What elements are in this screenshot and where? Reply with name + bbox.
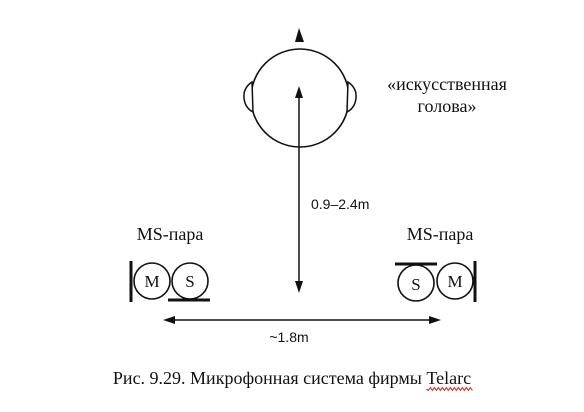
nose-marker-icon: [295, 28, 304, 42]
right-ear-icon: [346, 80, 357, 114]
right-pair-label: MS-пара: [407, 224, 474, 244]
caption-prefix: Рис. 9.29. Микрофонная система фирмы: [113, 368, 426, 388]
arrow-right-icon: [429, 316, 441, 324]
figure-caption: Рис. 9.29. Микрофонная система фирмы Tel…: [113, 368, 471, 388]
left-ms-pair: M S: [129, 261, 210, 302]
arrow-left-icon: [163, 316, 175, 324]
caption-brand: Telarc: [426, 368, 471, 388]
right-mic-m-label: M: [447, 272, 462, 291]
right-ms-pair: S M: [395, 261, 477, 302]
right-mic-s-icon: [397, 264, 435, 302]
arrow-down-icon: [295, 281, 303, 293]
artificial-head: [243, 28, 357, 148]
head-label-line2: голова»: [418, 96, 477, 116]
horizontal-distance-label: ~1.8m: [269, 329, 308, 345]
arrow-up-icon: [295, 86, 303, 98]
spellcheck-underline: [426, 386, 473, 392]
left-mic-m-icon: [133, 262, 171, 300]
left-pair-label: MS-пара: [137, 224, 204, 244]
right-mic-s-label: S: [411, 275, 420, 294]
head-label-line1: «искусственная: [387, 74, 507, 94]
left-mic-m-label: M: [144, 272, 159, 291]
right-mic-m-icon: [436, 262, 474, 300]
left-mic-s-label: S: [185, 272, 194, 291]
left-ear-icon: [243, 80, 254, 114]
vertical-distance-label: 0.9–2.4m: [311, 196, 369, 212]
vertical-distance-arrow: [295, 86, 303, 293]
horizontal-distance-arrow: [163, 316, 441, 324]
